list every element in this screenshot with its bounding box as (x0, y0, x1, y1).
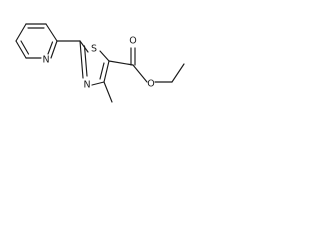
thiazole-bond-c4-n (91, 81, 105, 86)
pyridine-bond-n-c6-inner (47, 41, 54, 55)
carbonyl-ether-bond (132, 64, 148, 83)
pyridine-nitrogen-label: N (42, 55, 49, 66)
pyridine-bond-n-c6 (50, 40, 58, 59)
thiazole-ring (79, 40, 110, 86)
pyridine-ring (15, 23, 58, 59)
thiazole-nitrogen-label: N (83, 80, 90, 91)
methyl-bond (103, 81, 113, 103)
pyridine-bond-c3-c4-inner (20, 40, 30, 55)
ester-group (108, 47, 185, 83)
carbonyl-oxygen-label: O (129, 36, 136, 47)
ch2-ch3-bond (171, 63, 185, 83)
pyridine-bond-c6-c1 (45, 23, 58, 42)
molecule-structure: N S N O O (15, 23, 185, 103)
thiazole-sulfur-label: S (91, 44, 97, 55)
thiazole-bond-s-c5 (99, 50, 110, 62)
pyridine-bond-c3-c4 (15, 40, 27, 59)
thiazole-bond-c5-c4 (103, 60, 110, 83)
thiazole-bond-n-c2-inner (83, 45, 88, 77)
thiazole-bond-n-c2 (79, 40, 84, 79)
thiazole-bond-c5-c4-inner (99, 62, 105, 80)
c5-carbonyl-bond (108, 60, 134, 66)
ether-oxygen-label: O (147, 79, 154, 90)
pyridine-bond-c2-c3 (15, 23, 27, 42)
